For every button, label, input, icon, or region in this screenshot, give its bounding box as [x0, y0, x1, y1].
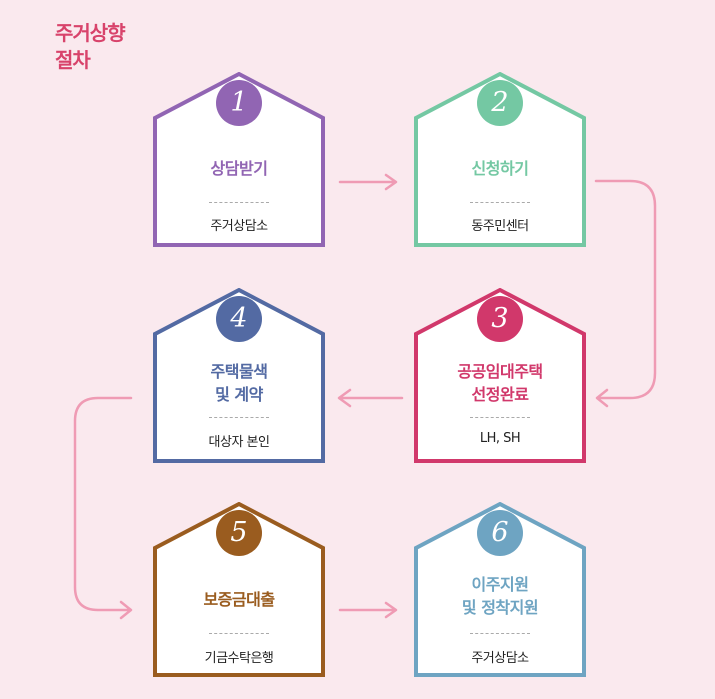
- step-6-house: 6 이주지원 및 정착지원 주거상담소: [414, 502, 586, 677]
- step-3-number-badge: 3: [477, 296, 523, 342]
- step-3-place: LH, SH: [479, 431, 521, 446]
- step-5-title: 보증금대출: [203, 590, 275, 609]
- step-2-title: 신청하기: [471, 159, 529, 178]
- step-3-house: 3 공공임대주택 선정완료 LH, SH: [414, 288, 586, 463]
- step-1-title: 상담받기: [210, 159, 268, 178]
- step-2-number-badge: 2: [477, 80, 523, 126]
- step-5-number-badge: 5: [216, 510, 262, 556]
- step-6-title: 이주지원 및 정착지원: [461, 575, 539, 617]
- step-6-place: 주거상담소: [471, 651, 529, 666]
- title-line-2: 절차: [55, 48, 91, 72]
- step-5-house: 5 보증금대출 기금수탁은행: [153, 502, 325, 677]
- step-1-house: 1 상담받기 주거상담소: [153, 72, 325, 247]
- step-4-house: 4 주택물색 및 계약 대상자 본인: [153, 288, 325, 463]
- step-4-divider: [209, 417, 269, 418]
- page-title: 주거상향 절차: [55, 20, 126, 74]
- arrow-2-to-3: [594, 179, 657, 408]
- arrow-4-to-5: [73, 396, 133, 620]
- arrow-1-to-2: [338, 173, 398, 191]
- step-6-divider: [470, 633, 530, 634]
- step-2-place: 동주민센터: [471, 219, 529, 234]
- step-1-number-badge: 1: [216, 80, 262, 126]
- step-2-house: 2 신청하기 동주민센터: [414, 72, 586, 247]
- step-5-place: 기금수탁은행: [204, 651, 274, 666]
- step-1-divider: [209, 202, 269, 203]
- step-1-place: 주거상담소: [210, 219, 268, 234]
- step-4-title: 주택물색 및 계약: [210, 362, 268, 404]
- step-3-divider: [470, 417, 530, 418]
- step-2-divider: [470, 202, 530, 203]
- step-5-divider: [209, 633, 269, 634]
- step-6-number-badge: 6: [477, 510, 523, 556]
- step-4-place: 대상자 본인: [208, 435, 270, 450]
- step-4-number-badge: 4: [216, 296, 262, 342]
- step-3-title: 공공임대주택 선정완료: [457, 362, 543, 404]
- arrow-3-to-4: [337, 388, 404, 408]
- arrow-5-to-6: [338, 601, 398, 619]
- title-line-1: 주거상향: [55, 21, 126, 45]
